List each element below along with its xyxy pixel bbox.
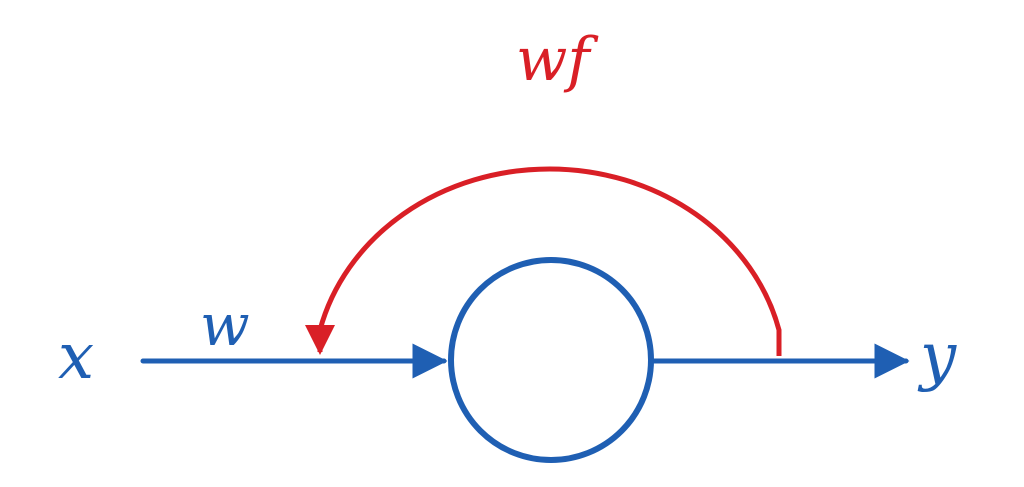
input-weight-label: w: [200, 291, 250, 359]
output-label: y: [917, 320, 957, 394]
neuron-node: [448, 257, 654, 463]
input-label: x: [58, 320, 94, 394]
feedback-arrow: [305, 166, 782, 356]
feedback-weight-label: wf: [516, 25, 599, 95]
